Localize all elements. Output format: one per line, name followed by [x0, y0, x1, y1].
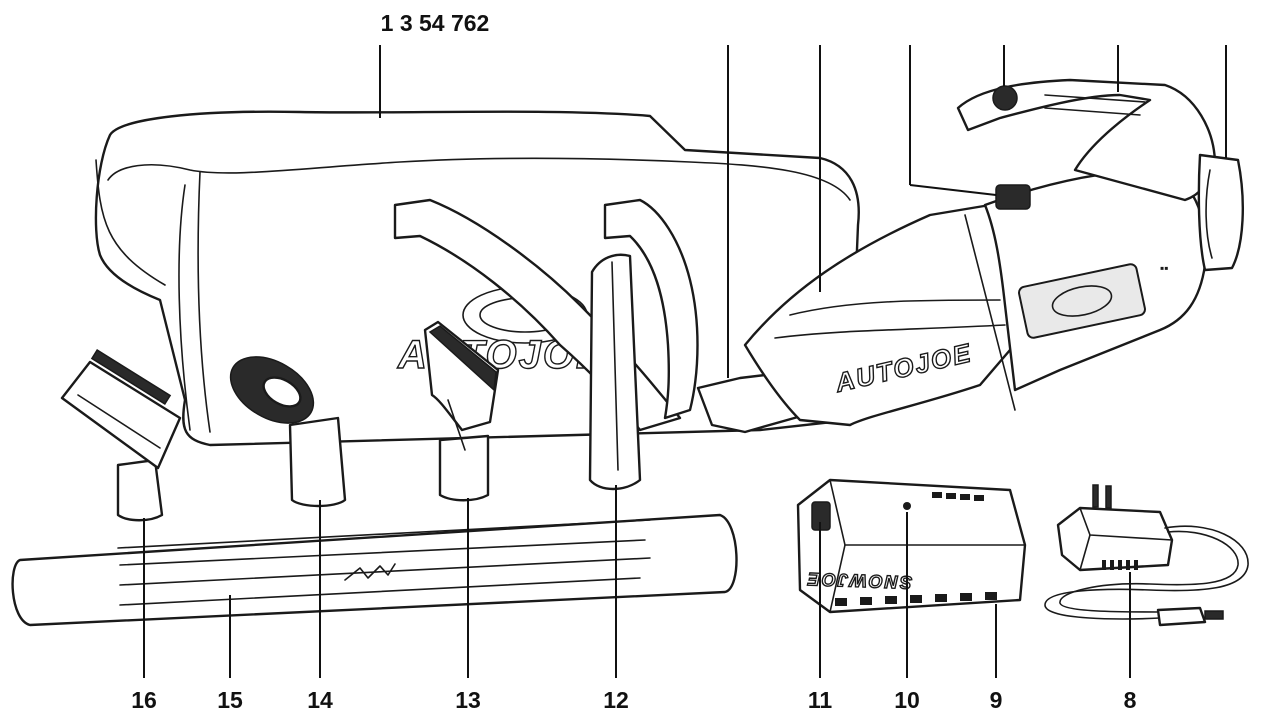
extension-tube: [11, 513, 738, 627]
label-12: 12: [603, 687, 629, 713]
battery-pack: SNOWJOE: [796, 478, 1027, 614]
label-9: 9: [990, 687, 1003, 713]
top-part-numbers-label: 1 3 54 762: [381, 10, 490, 36]
leader-lines: [143, 45, 1227, 678]
label-10: 10: [894, 687, 920, 713]
handheld-vacuum: AUTOJOE ▪▪: [696, 78, 1244, 434]
wall-charger: [1044, 484, 1249, 627]
power-button: [992, 85, 1018, 111]
label-13: 13: [455, 687, 481, 713]
dusting-brush: [229, 356, 347, 508]
label-15: 15: [217, 687, 243, 713]
battery-ridges: [835, 592, 997, 606]
crevice-tool: [588, 253, 642, 491]
battery-brand-text: SNOWJOE: [806, 569, 913, 593]
label-8: 8: [1124, 687, 1137, 713]
vacuum-release-button: [995, 184, 1031, 210]
brush-crevice-tool: [423, 320, 500, 502]
label-11: 11: [808, 687, 833, 713]
upholstery-tool: [60, 348, 182, 522]
battery-charge-indicator-button: [903, 502, 911, 510]
charger-vents: [1102, 560, 1138, 570]
label-14: 14: [307, 687, 333, 713]
battery-led-gauge: [932, 492, 984, 501]
battery-badge-mark: ▪▪: [1160, 261, 1169, 275]
label-16: 16: [131, 687, 157, 713]
